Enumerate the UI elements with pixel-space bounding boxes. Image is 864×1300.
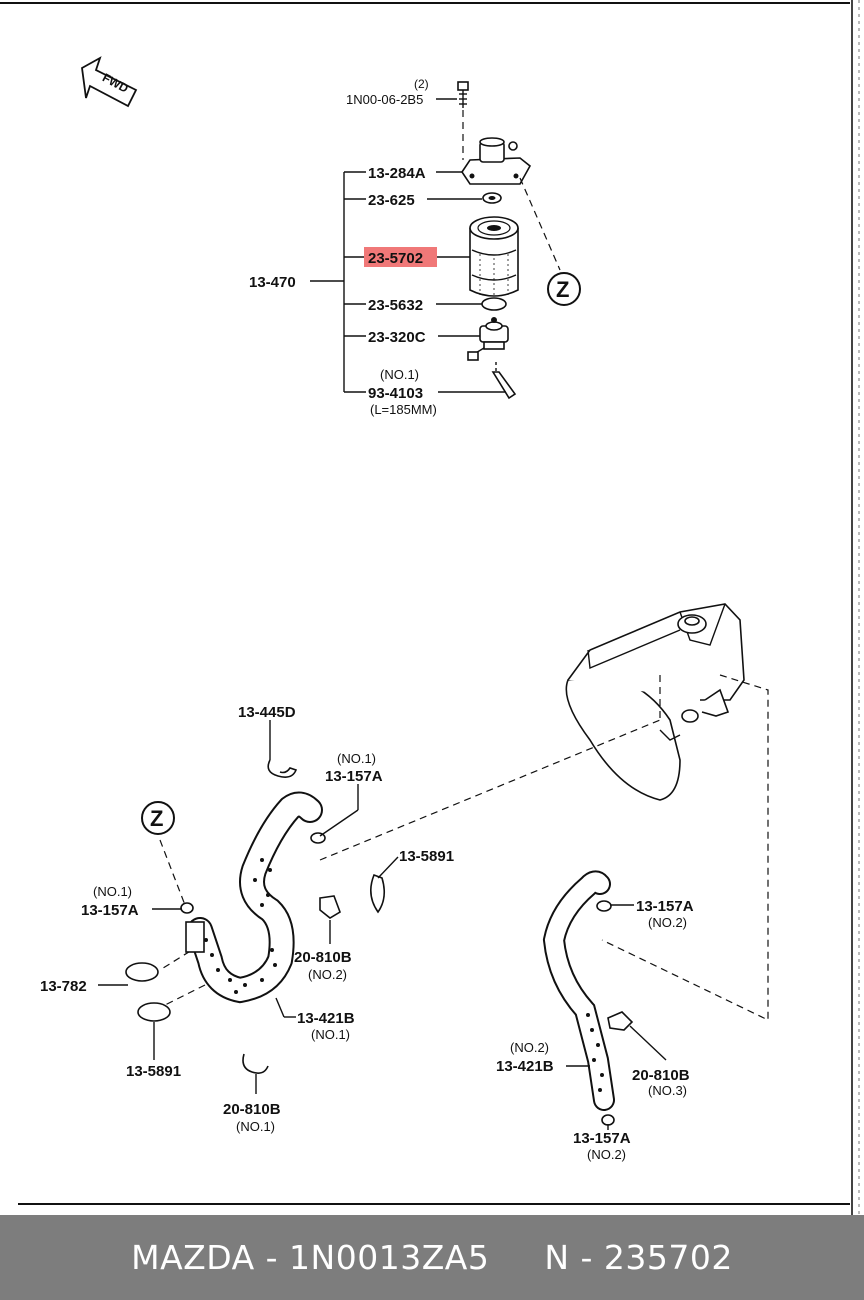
label-13-782: 13-782 — [40, 978, 87, 995]
engine-block-icon — [565, 603, 745, 801]
hose-note: (NO.1) — [380, 367, 419, 382]
fuel-hose-left-icon — [185, 791, 326, 1004]
bracket-810b-low-icon — [242, 1053, 269, 1074]
label-20-810b-mid: 20-810B — [294, 949, 352, 966]
label-421b-right-note: (NO.2) — [510, 1040, 549, 1055]
clamp-157a-left-icon — [180, 902, 194, 914]
label-13-5891-low: 13-5891 — [126, 1063, 181, 1080]
top-assembly: (2) 1N00-06-2B5 — [249, 77, 581, 417]
filter-head-icon — [461, 137, 532, 185]
hose-code: 93-4103 — [368, 385, 423, 402]
label-13-157a-bottom: 13-157A — [573, 1130, 631, 1147]
label-810b-low-note: (NO.1) — [236, 1119, 275, 1134]
label-13-421b-left: 13-421B — [297, 1010, 355, 1027]
zone-marker-top: Z — [547, 272, 581, 306]
bracket-810b-mid-icon — [319, 895, 341, 919]
clip-445d-icon — [267, 759, 298, 778]
lower-assembly: Z — [40, 603, 769, 1162]
label-13-157a-right: 13-157A — [636, 898, 694, 915]
label-13-157a-top: 13-157A — [325, 768, 383, 785]
scan-edge — [851, 0, 860, 1215]
label-157a-right-note: (NO.2) — [648, 915, 687, 930]
assembly-code: 13-470 — [249, 274, 296, 291]
part-23-5702: 23-5702 — [368, 250, 423, 267]
label-421b-left-note: (NO.1) — [311, 1027, 350, 1042]
parts-diagram: FWD (2) 1N00-06-2B5 — [0, 2, 850, 1205]
label-13-5891-mid: 13-5891 — [399, 848, 454, 865]
svg-text:Z: Z — [556, 277, 569, 302]
part-23-5632: 23-5632 — [368, 297, 423, 314]
part-23-320c: 23-320C — [368, 329, 426, 346]
label-13-445d: 13-445D — [238, 704, 296, 721]
bracket-810b-right-icon — [607, 1011, 634, 1031]
bolt-icon — [457, 81, 469, 108]
label-810b-mid-note: (NO.2) — [308, 967, 347, 982]
label-810b-right-note: (NO.3) — [648, 1083, 687, 1098]
label-20-810b-low: 20-810B — [223, 1101, 281, 1118]
clamp-5891-mid-icon — [370, 873, 386, 914]
footer-part-info: MAZDA - 1N0013ZA5 N - 235702 — [131, 1238, 733, 1277]
nut-icon — [482, 192, 502, 204]
bolt-code: 1N00-06-2B5 — [346, 92, 423, 107]
label-20-810b-right: 20-810B — [632, 1067, 690, 1084]
label-13-157a-left: 13-157A — [81, 902, 139, 919]
label-13-421b-right: 13-421B — [496, 1058, 554, 1075]
label-157a-left-note: (NO.1) — [93, 884, 132, 899]
clamp-782-icon — [125, 962, 159, 982]
hose-length: (L=185MM) — [370, 402, 437, 417]
bolt-qty: (2) — [414, 77, 429, 91]
fuel-filter-icon — [469, 216, 519, 298]
sensor-icon — [467, 317, 509, 361]
clamp-5891-low-icon — [137, 1002, 171, 1022]
highlight-box — [364, 247, 437, 267]
label-157a-top-note: (NO.1) — [337, 751, 376, 766]
zone-marker-lower: Z — [141, 801, 175, 835]
o-ring-icon — [481, 297, 507, 311]
part-13-284a: 13-284A — [368, 165, 426, 182]
fwd-arrow-icon: FWD — [81, 56, 138, 108]
fuel-hose-right-icon — [542, 870, 615, 1126]
footer-bar: MAZDA - 1N0013ZA5 N - 235702 — [0, 1215, 864, 1300]
label-157a-bottom-note: (NO.2) — [587, 1147, 626, 1162]
part-23-625: 23-625 — [368, 192, 415, 209]
svg-text:Z: Z — [150, 806, 163, 831]
drain-hose-icon — [491, 362, 517, 400]
